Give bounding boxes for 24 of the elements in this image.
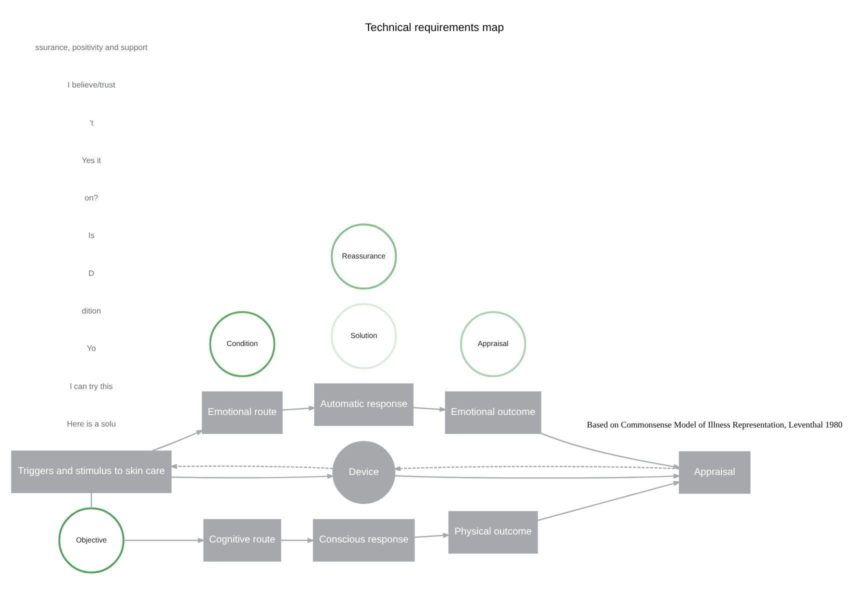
arrow (537, 480, 680, 520)
node-box: Emotional route (201, 390, 282, 434)
node-box: Cognitive route (202, 518, 281, 562)
node-box: Triggers and stimulus to skin care (10, 450, 172, 493)
node-box: Conscious response (312, 518, 414, 562)
arrow (540, 432, 680, 469)
node-box: Emotional outcome (444, 390, 541, 434)
connector (90, 492, 92, 508)
arrow (412, 406, 446, 412)
arrow (394, 473, 680, 478)
arrow (123, 537, 205, 542)
node-circle: Device (332, 440, 395, 504)
caption: Based on Commonsense Model of Illness Representation, Leventhal 1980 (586, 418, 842, 429)
arrow (282, 405, 316, 410)
arrow (414, 532, 450, 538)
arrow (169, 463, 332, 469)
diagram-title: Technical requirements map (364, 21, 504, 34)
node-box: Appraisal (678, 450, 750, 494)
arrow (280, 537, 314, 542)
arrow (392, 465, 679, 471)
arrow (151, 429, 204, 451)
arrow (170, 473, 334, 478)
node-box: Physical outcome (448, 510, 538, 554)
node-box: Automatic response (314, 382, 414, 426)
